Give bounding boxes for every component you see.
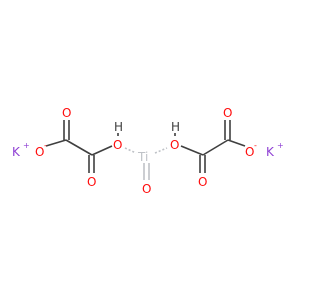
atom-o-anion-right: O	[245, 145, 254, 159]
charge-o-anion-right: -	[254, 141, 257, 150]
atom-o-hydroxyl-left: O	[113, 138, 122, 152]
atom-k-left: K	[12, 145, 21, 159]
bond-left-oanion-c1	[45, 139, 67, 147]
atom-h-hydroxyl-left: H	[114, 120, 123, 134]
atom-o-bottom-right: O	[198, 175, 207, 189]
atom-o-hydroxyl-right: O	[170, 138, 179, 152]
bond-left-c2-ohyd	[91, 145, 113, 156]
charge-k-left: +	[23, 141, 30, 150]
molecule-structure: K + O - O O H O Ti O H O O O O - K +	[12, 106, 284, 196]
atom-k-right: K	[266, 145, 275, 159]
atom-o-oxo: O	[142, 182, 151, 196]
charge-o-anion-left: -	[44, 141, 47, 150]
charge-k-right: +	[277, 141, 284, 150]
atom-ti: Ti	[137, 150, 148, 164]
atom-o-bottom-left: O	[87, 175, 96, 189]
atom-o-top-left: O	[62, 106, 71, 120]
bond-right-ti-ohyd	[154, 147, 168, 154]
atom-h-hydroxyl-right: H	[171, 120, 180, 134]
bond-right-c4-oanion	[227, 139, 246, 147]
atom-o-top-right: O	[223, 106, 232, 120]
atoms: K + O - O O H O Ti O H O O O O - K +	[12, 106, 284, 196]
bonds	[45, 120, 246, 180]
bond-right-c3-c4	[202, 139, 229, 156]
bond-right-ohyd-c3	[180, 145, 204, 156]
bond-left-c1-c2	[65, 139, 93, 156]
atom-o-anion-left: O	[35, 145, 44, 159]
bond-left-ohyd-ti	[124, 147, 137, 154]
